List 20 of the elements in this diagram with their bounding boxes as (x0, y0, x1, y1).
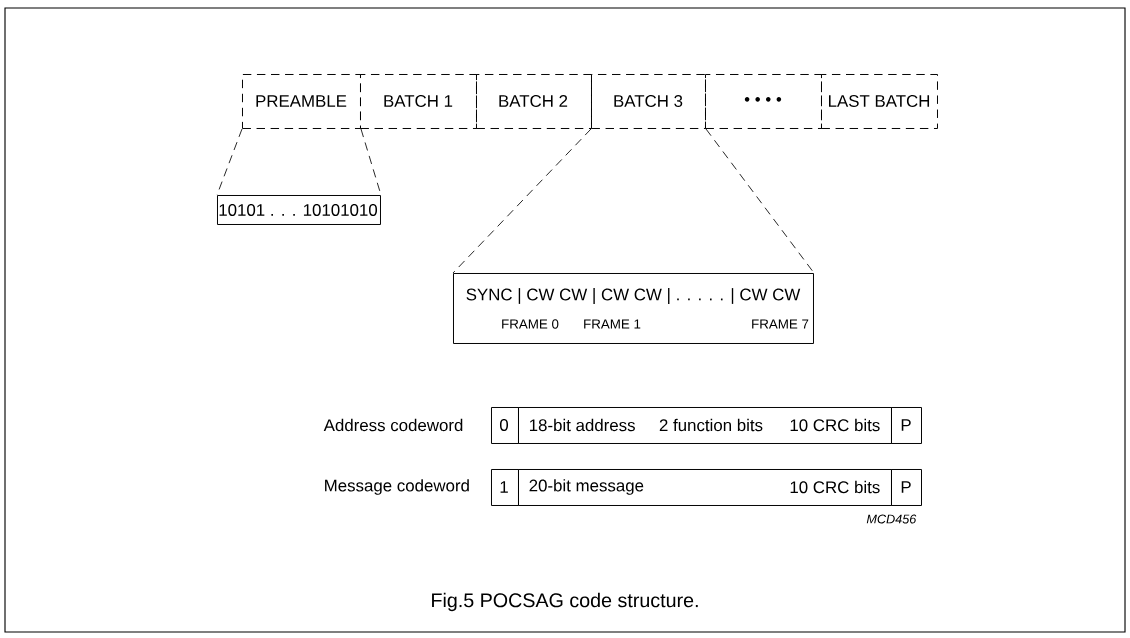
leader-line (705, 128, 815, 274)
figure-code: MCD456 (866, 514, 917, 524)
field-box: P (891, 469, 922, 506)
caption: Fig.5 POCSAG code structure. (432, 592, 698, 612)
field-box: 20-bit message 10 CRC bits (518, 469, 892, 506)
batch-cell: BATCH 1 (360, 74, 477, 129)
batch-cell: BATCH 3 (591, 74, 706, 129)
field-box: P (891, 407, 922, 444)
batch-cell: PREAMBLE (242, 74, 361, 129)
field-box: 0 (491, 407, 519, 444)
batch-cell: BATCH 2 (476, 74, 592, 129)
field-box: 18-bit address 2 function bits 10 CRC bits (518, 407, 892, 444)
row-label: Address codeword (323, 418, 463, 432)
row-label: Message codeword (325, 479, 469, 495)
batch-cell: LAST BATCH (821, 74, 938, 129)
leader-line (216, 128, 243, 196)
field-box: 1 (491, 469, 519, 506)
field-box: SYNC | CW CW | CW CW | . . . . . | CW CW FRAME 0 FRAME 1 FRAME 7 (453, 273, 814, 344)
field-box: 10101 . . . 10101010 (217, 195, 381, 225)
batch-cell: • • • • (705, 74, 822, 129)
